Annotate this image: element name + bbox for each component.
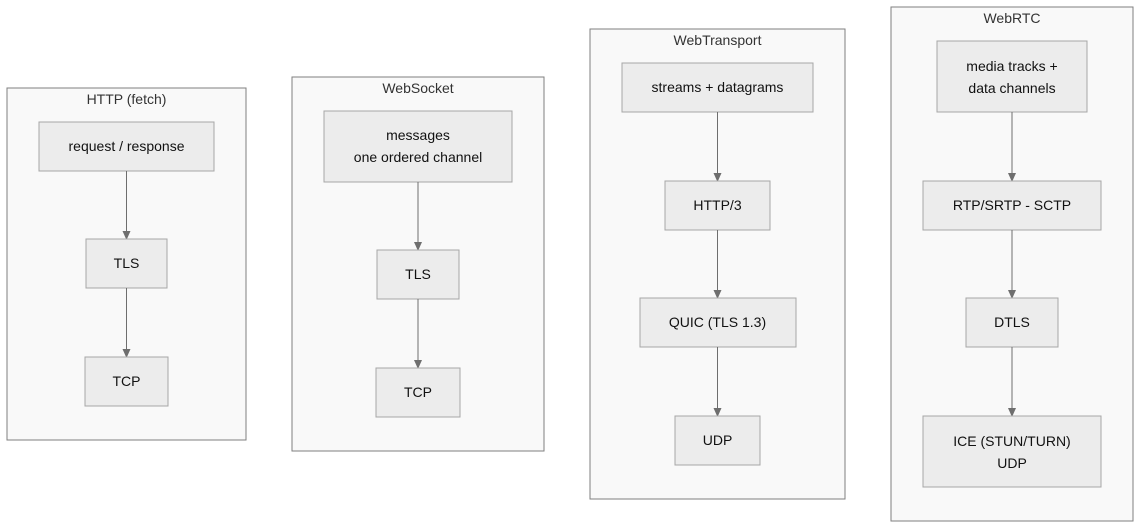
cluster-websocket: WebSocket messages one ordered channel T… — [291, 76, 545, 452]
node-label: RTP/SRTP - SCTP — [953, 197, 1071, 213]
node-label: TCP — [404, 384, 432, 400]
node-ice-udp: ICE (STUN/TURN) UDP — [922, 415, 1102, 488]
node-label: UDP — [997, 455, 1027, 471]
node-tcp: TCP — [375, 367, 461, 418]
cluster-webrtc: WebRTC media tracks + data channels RTP/… — [890, 6, 1134, 522]
cluster-title: HTTP (fetch) — [87, 91, 167, 107]
cluster-webtransport: WebTransport streams + datagrams HTTP/3 … — [589, 28, 846, 500]
node-request-response: request / response — [38, 121, 215, 172]
node-label: TLS — [405, 266, 431, 282]
node-label: ICE (STUN/TURN) — [953, 433, 1070, 449]
node-udp: UDP — [674, 415, 761, 466]
cluster-title: WebSocket — [382, 80, 453, 96]
node-messages: messages one ordered channel — [323, 110, 513, 183]
cluster-title: WebRTC — [983, 10, 1040, 26]
node-media-tracks-data-channels: media tracks + data channels — [936, 40, 1088, 113]
node-label: request / response — [69, 138, 185, 154]
node-tcp: TCP — [84, 356, 169, 407]
node-label: messages — [386, 127, 450, 143]
node-quic: QUIC (TLS 1.3) — [639, 297, 797, 348]
node-label: DTLS — [994, 314, 1030, 330]
node-label: TLS — [114, 255, 140, 271]
node-streams-datagrams: streams + datagrams — [621, 62, 814, 113]
node-tls: TLS — [376, 249, 460, 300]
node-label: one ordered channel — [354, 149, 482, 165]
node-dtls: DTLS — [965, 297, 1059, 348]
node-label: streams + datagrams — [652, 79, 784, 95]
cluster-http-fetch: HTTP (fetch) request / response TLS TCP — [6, 87, 247, 441]
node-label: UDP — [703, 432, 733, 448]
node-label: HTTP/3 — [693, 197, 741, 213]
node-http3: HTTP/3 — [664, 180, 771, 231]
node-rtp-srtp-sctp: RTP/SRTP - SCTP — [922, 180, 1102, 231]
node-tls: TLS — [85, 238, 168, 289]
cluster-title: WebTransport — [674, 32, 762, 48]
node-label: QUIC (TLS 1.3) — [669, 314, 766, 330]
node-label: TCP — [113, 373, 141, 389]
node-label: media tracks + — [966, 58, 1057, 74]
node-label: data channels — [968, 80, 1055, 96]
